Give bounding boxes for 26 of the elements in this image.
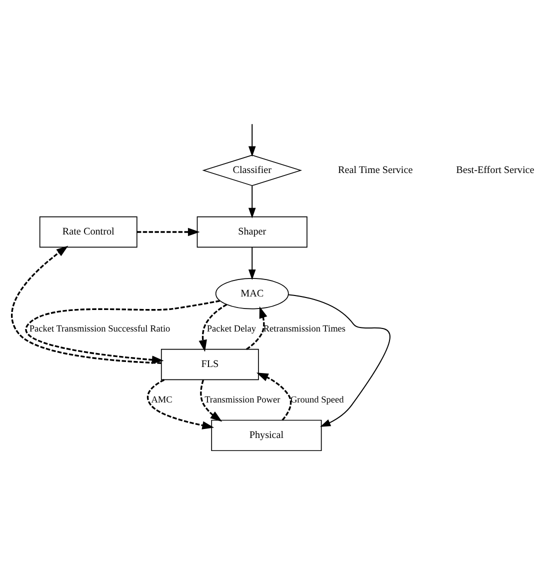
node-box: Physical [211, 419, 322, 451]
arrow [11, 245, 162, 364]
node-diamond: Classifier [202, 154, 302, 186]
arrow [248, 124, 256, 156]
arrow [25, 300, 220, 364]
edge-label: Packet Transmission Successful Ratio [29, 324, 170, 334]
edge-label: Packet Delay [206, 324, 256, 334]
label: Best-Effort Service [456, 164, 534, 176]
arrow [198, 303, 228, 352]
arrow [256, 372, 292, 420]
node-box: Rate Control [39, 216, 138, 248]
arrow [200, 379, 222, 422]
arrow [136, 227, 200, 236]
node-ellipse: MAC [215, 278, 289, 309]
node-box: Shaper [196, 216, 308, 248]
arrow [246, 306, 268, 350]
edge-label: Transmission Power [204, 394, 280, 405]
edge-label: Ground Speed [290, 394, 344, 405]
arrow [146, 378, 214, 429]
node-box: FLS [160, 348, 259, 380]
edge-label: AMC [151, 394, 172, 405]
label: Real Time Service [338, 164, 413, 176]
arrow [288, 294, 390, 426]
arrow [248, 185, 256, 218]
arrow [248, 246, 256, 280]
edge-label: Retransmission Times [263, 324, 346, 334]
